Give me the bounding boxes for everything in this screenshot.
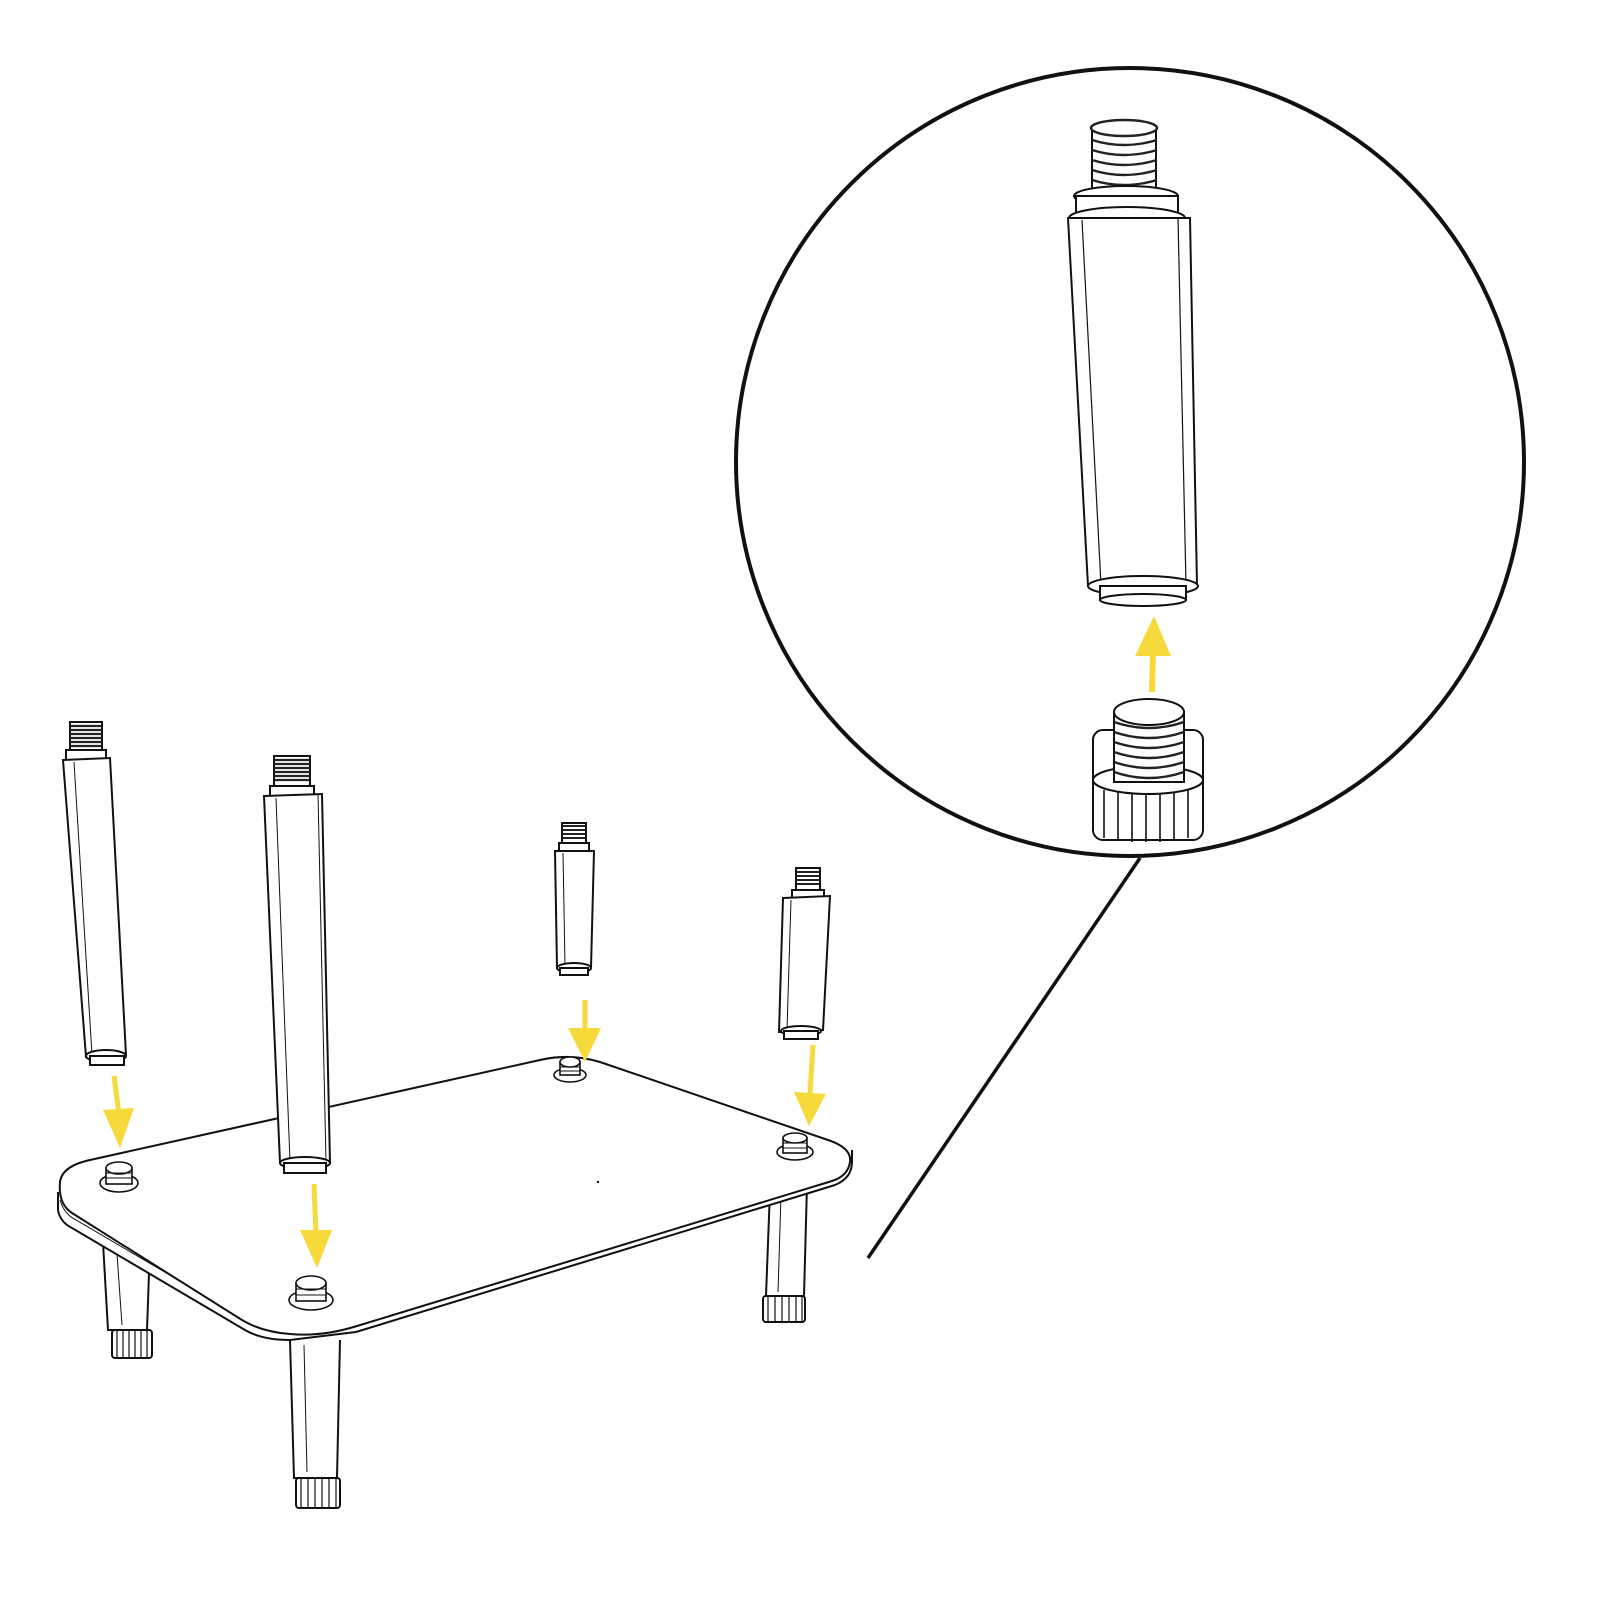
- lower-leg-right: [762, 1184, 808, 1323]
- lower-leg-front: [289, 1339, 341, 1509]
- arrow-down-3: [568, 1000, 601, 1062]
- shelf-board: [57, 1056, 853, 1342]
- arrow-up: [1135, 616, 1171, 693]
- leg-post-2: [262, 755, 332, 1174]
- leg-post-3: [553, 822, 596, 976]
- callout-leader-line: [866, 857, 1142, 1259]
- center-mark: [596, 1180, 600, 1184]
- arrow-down-1: [103, 1075, 134, 1148]
- leg-post-4: [777, 867, 832, 1040]
- detail-leveling-foot: [1092, 698, 1204, 842]
- detail-leg-post: [1066, 118, 1199, 607]
- shelf-stud-back-right: [776, 1132, 814, 1161]
- shelf-stud-front-left: [99, 1161, 139, 1193]
- shelf-stud-front-middle: [288, 1275, 334, 1311]
- detail-callout: [734, 66, 1526, 1259]
- arrow-down-2: [300, 1183, 332, 1268]
- leg-post-1: [61, 721, 128, 1066]
- shelf-stud-back-middle: [553, 1056, 587, 1083]
- arrows-down: [103, 1000, 826, 1268]
- arrow-down-4: [794, 1044, 826, 1126]
